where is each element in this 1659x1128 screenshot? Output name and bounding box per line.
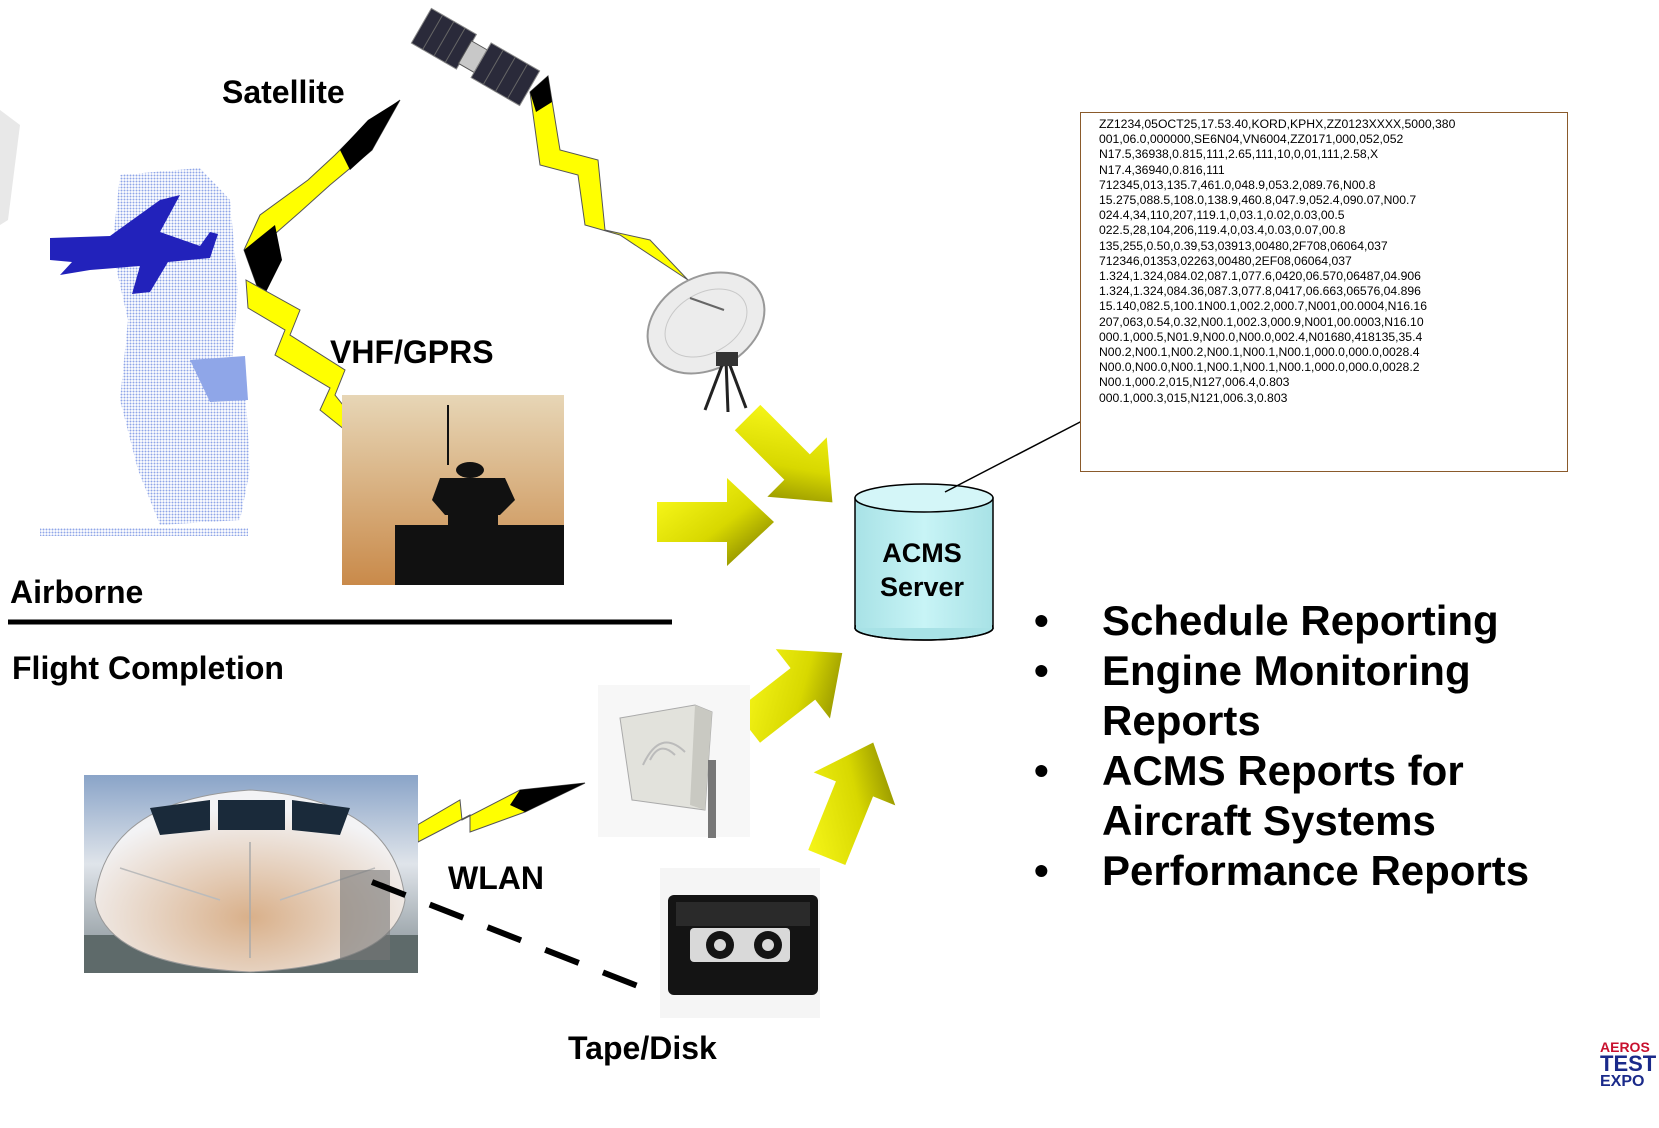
airborne-label: Airborne — [10, 574, 144, 610]
wlan-antenna-icon — [598, 685, 750, 838]
acms-server-label: ACMS Server — [852, 536, 992, 604]
data-line: 022.5,28,104,206,119.4,0,03.4,0.03,0.07,… — [1099, 223, 1346, 238]
control-tower-icon — [342, 395, 564, 585]
data-line: 15.140,082.5,100.1N00.1,002.2,000.7,N001… — [1099, 299, 1427, 314]
data-line: 712345,013,135.7,461.0,048.9,053.2,089.7… — [1099, 177, 1376, 192]
data-line: 712346,01353,02263,00480,2EF08,06064,037 — [1099, 253, 1352, 268]
bullet-text: Engine Monitoring — [1102, 647, 1471, 694]
bullet-dot: • — [1034, 747, 1049, 794]
flight-completion-label: Flight Completion — [12, 650, 284, 686]
data-line: 135,255,0.50,0.39,53,03913,00480,2F708,0… — [1099, 238, 1388, 253]
logo-line2: TEST — [1600, 1051, 1657, 1076]
satellite-label: Satellite — [222, 74, 345, 110]
decorative-wedge — [0, 110, 20, 225]
logo-line1: AEROS — [1600, 1039, 1650, 1055]
bullet-text: Schedule Reporting — [1102, 597, 1499, 644]
tape-cassette-icon — [660, 868, 820, 1018]
vhf-gprs-label: VHF/GPRS — [330, 334, 494, 370]
data-line: 1.324,1.324,084.02,087.1,077.6,0420,06.5… — [1099, 269, 1421, 284]
data-line: 1.324,1.324,084.36,087.3,077.8,0417,06.6… — [1099, 284, 1421, 299]
arrow-from-tower — [657, 478, 774, 566]
data-line: ZZ1234,05OCT25,17.53.40,KORD,KPHX,ZZ0123… — [1099, 117, 1456, 131]
data-callout-line — [944, 419, 1085, 493]
data-line: N00.0,N00.0,N00.1,N00.1,N00.1,N00.1,000.… — [1099, 360, 1420, 375]
bullet-text: ACMS Reports for — [1102, 747, 1464, 794]
data-line: 024.4,34,110,207,119.1,0,03.1,0.02,0.03,… — [1099, 208, 1345, 223]
data-line: N17.5,36938,0.815,111,2.65,111,10,0,01,1… — [1099, 147, 1379, 162]
bullet-item: • Performance Reports — [1030, 846, 1659, 896]
tape-disk-label: Tape/Disk — [568, 1030, 717, 1066]
wlan-label: WLAN — [448, 860, 544, 896]
arrow-from-tape — [808, 742, 896, 865]
arrow-from-dish — [734, 404, 833, 503]
data-line: N17.4,36940,0.816,111 — [1099, 162, 1225, 177]
data-line: 000.1,000.3,015,N121,006.3,0.803 — [1099, 390, 1288, 405]
aerospace-test-expo-logo: AEROS TEST EXPO — [1600, 1040, 1659, 1128]
acms-server-line1: ACMS — [882, 538, 962, 568]
logo-line3: EXPO — [1600, 1073, 1645, 1090]
data-line: 001,06.0,000000,SE6N04,VN6004,ZZ0171,000… — [1099, 132, 1404, 147]
bullet-dot: • — [1034, 597, 1049, 644]
bullet-text-cont: Aircraft Systems — [1102, 797, 1436, 844]
data-line: N00.1,000.2,015,N127,006.4,0.803 — [1099, 375, 1290, 390]
bullet-dot: • — [1034, 847, 1049, 894]
acms-server-line2: Server — [879, 572, 965, 602]
arrow-from-wlan — [735, 649, 843, 743]
data-line: N00.2,N00.1,N00.2,N00.1,N00.1,N00.1,000.… — [1099, 345, 1420, 360]
satellite-icon — [410, 7, 541, 107]
bullet-text: Performance Reports — [1102, 847, 1530, 894]
tape-transfer-line — [370, 879, 650, 993]
airplane-icon — [50, 195, 218, 294]
data-line: 15.275,088.5,108.0,138.9,460.8,047.9,052… — [1099, 193, 1417, 208]
bullet-item: • Schedule Reporting — [1030, 596, 1659, 646]
lightning-bolt-downlink — [529, 75, 689, 281]
bullet-dot: • — [1034, 647, 1049, 694]
data-line: 207,063,0.54,0.32,N00.1,002.3,000.9,N001… — [1099, 314, 1424, 329]
bullet-text-cont: Reports — [1102, 697, 1261, 744]
aircraft-nose-icon — [84, 775, 418, 973]
database-server-icon — [854, 483, 994, 641]
data-line: 000.1,000.5,N01.9,N00.0,N00.0,002.4,N016… — [1099, 329, 1423, 344]
lightning-bolt-satellite-link — [243, 99, 401, 301]
raw-report-data-box: ZZ1234,05OCT25,17.53.40,KORD,KPHX,ZZ0123… — [1080, 112, 1568, 472]
satellite-dish-icon — [646, 271, 766, 413]
